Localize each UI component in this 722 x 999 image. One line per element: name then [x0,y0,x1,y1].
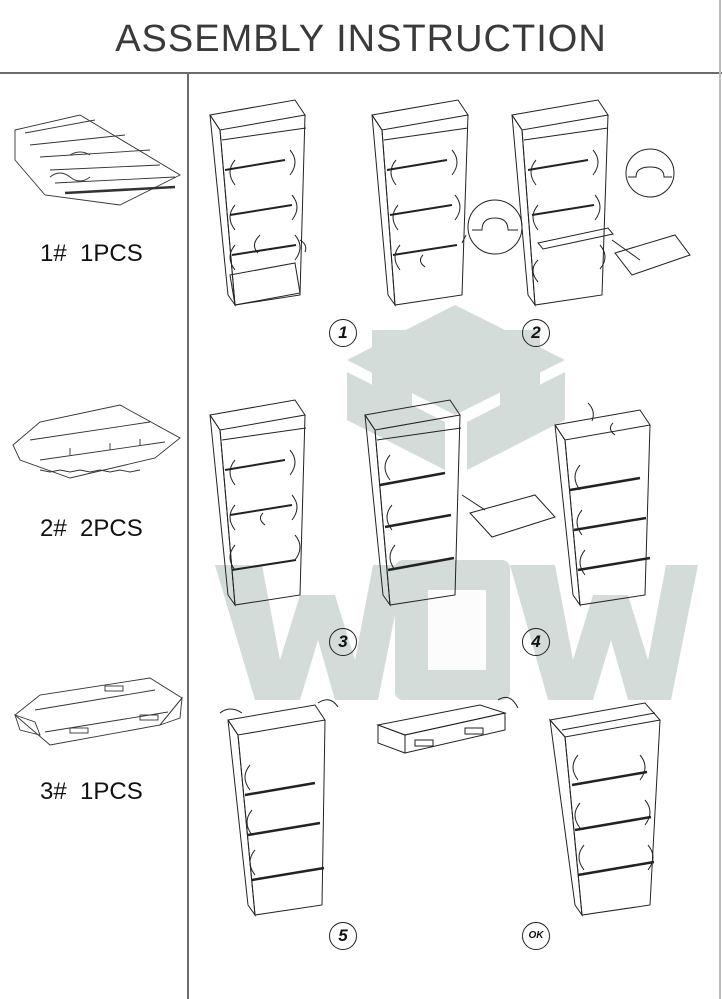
step-number-1: 1 [329,319,357,347]
column-divider [187,74,189,999]
part-1-flat-drawing [14,114,181,206]
step-number-5: 5 [329,922,357,950]
part-1-label: 1# 1PCS [40,240,143,267]
part-2-flat-drawing [12,404,181,479]
step-number-2: 2 [522,319,550,347]
step-number-ok: OK [522,922,550,950]
step-5-ok-drawings [219,696,661,917]
step-number-4: 4 [522,628,550,656]
page-title: ASSEMBLY INSTRUCTION [115,18,607,60]
part-2-label: 2# 2PCS [40,515,143,542]
header-divider [0,72,722,74]
step-1-2-drawings [209,99,691,307]
part-3-label: 3# 1PCS [40,778,143,805]
step-3-4-drawings [209,399,651,607]
step-number-3: 3 [329,628,357,656]
part-3-flat-drawing [14,677,183,746]
right-border [719,0,721,999]
